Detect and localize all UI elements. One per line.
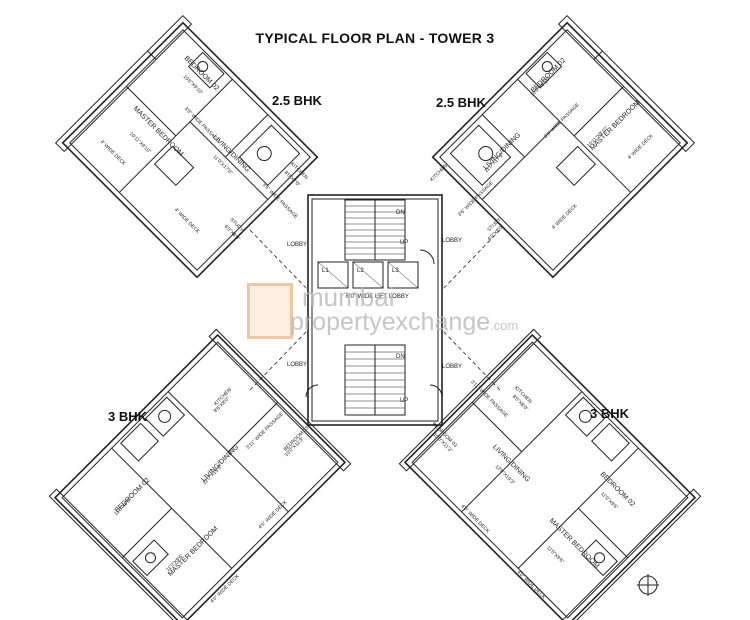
central-core: [305, 194, 443, 426]
lobby-label: LOBBY: [442, 364, 463, 370]
wing-top-right: [431, 14, 696, 279]
lobby-label: LOBBY: [287, 242, 308, 248]
stair-dn-label: DN: [396, 354, 405, 360]
watermark-logo: [247, 283, 293, 339]
wing-bottom-left: [48, 328, 352, 620]
lobby-label: LOBBY: [287, 362, 308, 368]
stair-dn-label: DN: [396, 210, 405, 216]
unit-type-bottom-right: 3 BHK: [590, 406, 630, 421]
unit-type-bottom-left: 3 BHK: [108, 409, 148, 424]
stair-up-label: UP: [400, 398, 409, 404]
lift-label: L2: [357, 268, 364, 274]
watermark-line-2: propertyexchange.com: [290, 308, 518, 337]
north-arrow-icon: [637, 574, 659, 596]
plan-title: TYPICAL FLOOR PLAN - TOWER 3: [255, 30, 495, 46]
watermark-main: propertyexchange: [290, 308, 491, 336]
unit-type-top-right: 2.5 BHK: [436, 95, 486, 110]
wing-bottom-right: [398, 328, 702, 620]
watermark-suffix: .com: [490, 318, 519, 333]
lift-lobby-label: 6'0" WIDE LIFT LOBBY: [346, 294, 409, 300]
lift-label: L1: [322, 268, 329, 274]
lift-label: L3: [392, 268, 399, 274]
lobby-label: LOBBY: [442, 238, 463, 244]
stair-up-label: UP: [400, 240, 409, 246]
watermark-line-1: mumbai: [302, 282, 395, 312]
unit-type-top-left: 2.5 BHK: [272, 93, 322, 108]
wing-top-left: [54, 14, 319, 279]
